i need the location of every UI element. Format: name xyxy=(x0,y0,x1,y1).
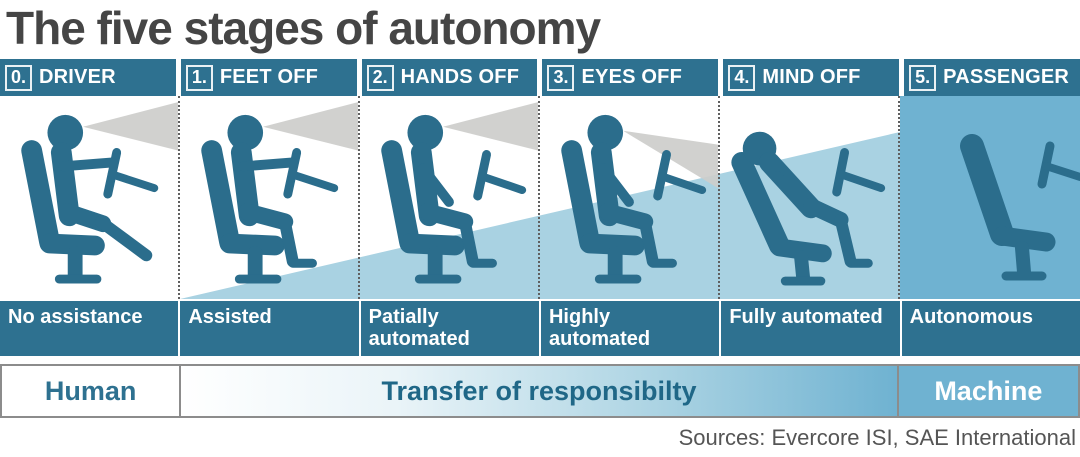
empty-seat-autonomous-icon xyxy=(960,134,1080,281)
page-title: The five stages of autonomy xyxy=(6,2,601,54)
seat-shape xyxy=(21,140,105,284)
stage-header-hands-off: 2. HANDS OFF xyxy=(361,59,538,96)
driver-figure xyxy=(587,114,677,268)
stage-number-badge: 1. xyxy=(185,64,213,91)
stage-header-label: MIND OFF xyxy=(762,66,861,88)
stage-number-badge: 0. xyxy=(5,64,32,91)
stage-number-badge: 2. xyxy=(366,64,394,91)
stage-description-assisted: Assisted xyxy=(180,301,359,356)
stage-header-eyes-off: 3. EYES OFF xyxy=(542,59,719,96)
vision-cone-shape xyxy=(443,102,538,151)
steering-wheel-shape xyxy=(103,148,159,199)
driver-attentive-hands-on-wheel-feet-on-pedals-icon xyxy=(21,102,178,284)
stage-icon-columns xyxy=(0,96,1080,299)
seat-shape xyxy=(381,140,465,284)
band-background xyxy=(180,96,1080,299)
seat-shape xyxy=(201,140,285,284)
stage-description-autonomous: Autonomous xyxy=(901,301,1080,356)
empty-seat-shape xyxy=(960,134,1056,281)
driver-figure xyxy=(407,114,497,268)
stage-header-driver: 0. DRIVER xyxy=(0,59,176,96)
stage-description-highly-automated: Highly automated xyxy=(540,301,720,356)
driver-attentive-hands-off-wheel-icon xyxy=(381,102,538,284)
detached-steering-wheel-shape xyxy=(1037,141,1080,189)
responsibility-bar: Human Transfer of responsibilty Machine xyxy=(0,364,1080,418)
driver-glancing-down-hands-off-wheel-icon xyxy=(561,114,718,284)
stage-number-badge: 5. xyxy=(909,64,937,91)
vision-cone-shape xyxy=(263,102,358,151)
transfer-of-responsibility-section: Transfer of responsibilty xyxy=(181,366,899,416)
seat-shape xyxy=(561,140,645,284)
stage-column-driver xyxy=(0,96,180,299)
vision-cone-downward-shape xyxy=(623,130,718,189)
stage-header-feet-off: 1. FEET OFF xyxy=(180,59,357,96)
machine-section: Machine xyxy=(898,366,1078,416)
driver-reclined-inattentive-icon xyxy=(731,131,886,286)
stage-header-mind-off: 4. MIND OFF xyxy=(723,59,900,96)
vision-cone-shape xyxy=(83,102,178,151)
stage-description-partially-automated: Patially automated xyxy=(360,301,539,356)
stage-header-label: HANDS OFF xyxy=(400,66,520,88)
icon-band xyxy=(0,96,1080,299)
steering-wheel-shape xyxy=(283,148,339,199)
driver-figure xyxy=(47,114,153,262)
stage-header-row: 0. DRIVER 1. FEET OFF 2. HANDS OFF 3. EY… xyxy=(0,59,1080,96)
seat-reclined-shape xyxy=(731,152,832,286)
stage-description-row: No assistance Assisted Patially automate… xyxy=(0,301,1080,356)
detached-steering-wheel-shape xyxy=(832,148,886,197)
stage-header-label: DRIVER xyxy=(39,66,116,88)
stage-header-label: FEET OFF xyxy=(219,66,319,88)
stage-column-feet-off xyxy=(180,96,360,299)
stage-column-eyes-off xyxy=(540,96,720,299)
stage-header-label: PASSENGER xyxy=(943,66,1070,88)
driver-attentive-hands-on-wheel-feet-off-icon xyxy=(201,102,358,284)
stage-column-hands-off xyxy=(360,96,540,299)
stage-header-passenger: 5. PASSENGER xyxy=(904,59,1080,96)
sources-note: Sources: Evercore ISI, SAE International xyxy=(678,425,1076,450)
stage-description-no-assistance: No assistance xyxy=(0,301,179,356)
stage-number-badge: 3. xyxy=(547,64,575,91)
responsibility-transfer-wedge xyxy=(180,132,900,299)
driver-figure xyxy=(227,114,317,268)
human-section: Human xyxy=(2,366,182,416)
stage-column-mind-off xyxy=(720,96,900,299)
stage-number-badge: 4. xyxy=(728,64,756,91)
stage-column-passenger xyxy=(900,96,1080,299)
detached-steering-wheel-shape xyxy=(473,150,527,201)
detached-steering-wheel-shape xyxy=(653,150,707,201)
stage-header-label: EYES OFF xyxy=(581,66,682,88)
reclined-driver-figure xyxy=(742,131,873,268)
stage-description-fully-automated: Fully automated xyxy=(721,301,900,356)
